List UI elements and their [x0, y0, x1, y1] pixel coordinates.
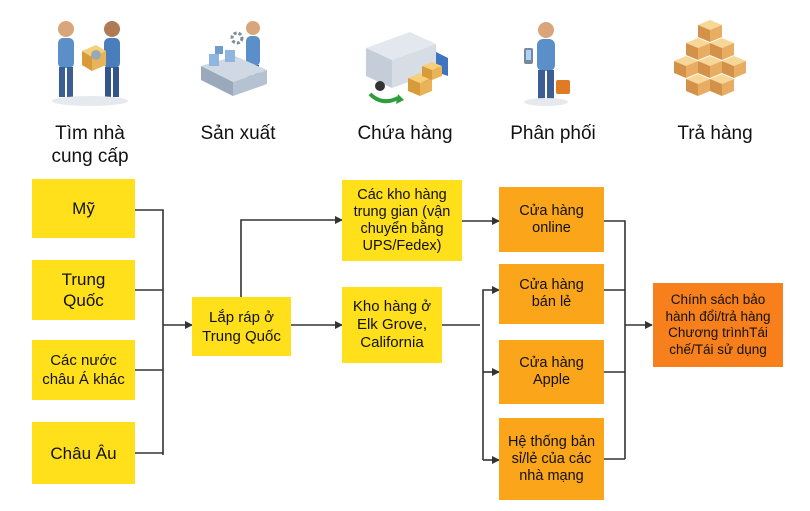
- source-box-china: Trung Quốc: [32, 260, 135, 320]
- stage-label-returns: Trả hàng: [677, 123, 753, 144]
- stage-label-warehousing: Chứa hàng: [357, 123, 453, 144]
- source-box-other-asia: Các nước châu Á khác: [32, 340, 135, 400]
- delivery-truck-icon: [366, 32, 448, 104]
- source-box-europe: Châu Âu: [32, 422, 135, 484]
- stage-label-distribution: Phân phối: [510, 123, 596, 144]
- box-stack-icon: [674, 20, 746, 96]
- returns-box: Chính sách bảo hành đổi/trả hàng Chương …: [653, 283, 783, 367]
- arrow-to-warehouse-1: [240, 216, 343, 297]
- person-phone-icon: [524, 22, 570, 106]
- line-channel-1: [604, 220, 626, 459]
- stage-label-manufacturing: Sản xuất: [200, 123, 276, 144]
- source-box-usa: Mỹ: [32, 179, 135, 238]
- warehouse-box-intermediate: Các kho hàng trung gian (vận chuyển bằng…: [342, 180, 462, 261]
- stage-label-sourcing: Tìm nhà cung cấp: [51, 123, 129, 167]
- people-handshake-icon: [52, 21, 128, 106]
- arrow-to-retail: [482, 286, 500, 460]
- channel-box-online: Cửa hàng online: [499, 187, 604, 252]
- box-cluster: [674, 20, 746, 96]
- assembly-box: Lắp ráp ở Trung Quốc: [192, 297, 291, 356]
- factory-conveyor-icon: [201, 21, 267, 96]
- warehouse-box-elk-grove: Kho hàng ở Elk Grove, California: [342, 287, 442, 363]
- channel-box-retail: Cửa hàng bán lẻ: [499, 264, 604, 324]
- channel-box-carrier: Hệ thống bản sỉ/lẻ của các nhà mạng: [499, 418, 604, 500]
- channel-box-apple: Cửa hàng Apple: [499, 340, 604, 404]
- line-source-1: [135, 209, 164, 455]
